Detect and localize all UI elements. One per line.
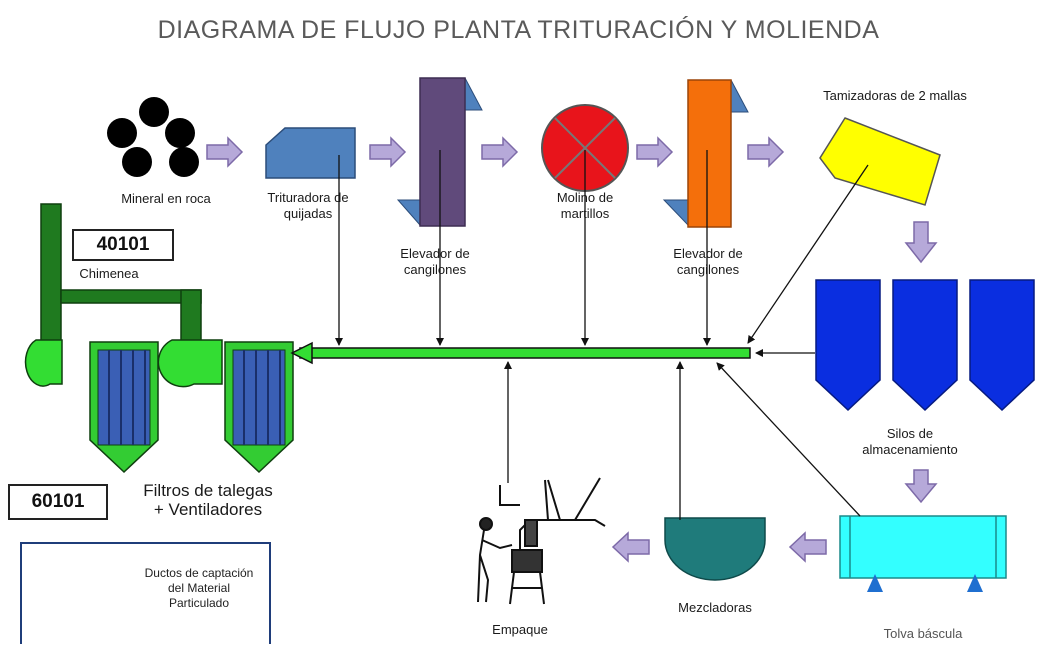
label-elevador-1: Elevador de cangilones: [400, 246, 470, 277]
silo-icon: [815, 279, 1035, 412]
legend: Ductos de captación del Material Particu…: [20, 542, 271, 644]
label-mineral: Mineral en roca: [121, 191, 211, 206]
label-chimenea: Chimenea: [79, 266, 139, 281]
label-filtros-line2: + Ventiladores: [153, 500, 263, 519]
bucket-elevator-icon: [662, 79, 749, 228]
label-empaque: Empaque: [492, 622, 548, 637]
code-box-60101: 60101: [8, 484, 108, 520]
crusher-icon: [265, 127, 356, 179]
flow-arrow: [206, 136, 938, 563]
capture-duct-arrows: [45, 150, 869, 601]
mixer-icon: [664, 517, 766, 581]
label-tolva: Tolva báscula: [883, 626, 963, 641]
page-title: DIAGRAMA DE FLUJO PLANTA TRITURACIÓN Y M…: [157, 16, 880, 44]
label-filtros-line1: Filtros de talegas: [143, 481, 273, 500]
screen-icon: [819, 117, 941, 206]
label-molino: Molino de martillos: [556, 190, 614, 221]
bag-filter-icon: [157, 339, 294, 474]
worker-packing-icon: [477, 477, 606, 605]
label-elevador-2: Elevador de cangilones: [673, 246, 743, 277]
main-duct: [290, 341, 751, 365]
label-trituradora: Trituradora de quijadas: [267, 190, 349, 221]
chimney-icon: [40, 203, 202, 345]
code-box-40101: 40101: [72, 229, 174, 261]
label-mezcladoras: Mezcladoras: [678, 600, 752, 615]
rock-icon: [107, 97, 199, 177]
hopper-scale-icon: [839, 515, 1007, 592]
legend-text: Ductos de captación del Material Particu…: [144, 566, 254, 610]
label-tamizadoras: Tamizadoras de 2 mallas: [823, 88, 967, 103]
label-silos: Silos de almacenamiento: [862, 426, 958, 457]
bag-filter-icon: [24, 339, 159, 474]
bucket-elevator-icon: [396, 77, 483, 227]
